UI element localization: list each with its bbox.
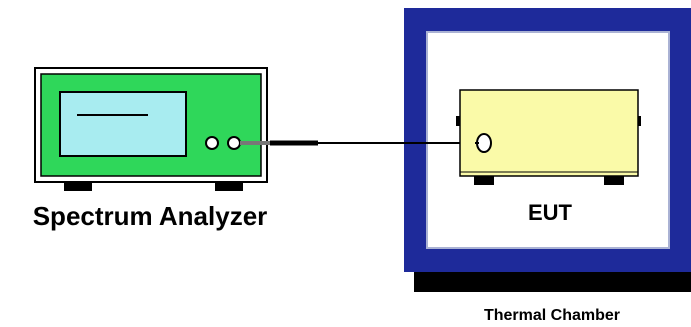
- eut-port: [476, 133, 492, 153]
- eut-foot-right: [604, 174, 624, 185]
- chamber-label: Thermal Chamber: [484, 307, 620, 324]
- spectrum-analyzer: [34, 67, 268, 191]
- eut-label: EUT: [528, 200, 573, 225]
- analyzer-label: Spectrum Analyzer: [33, 201, 268, 231]
- analyzer-port-2: [227, 136, 241, 150]
- analyzer-screen: [59, 91, 187, 157]
- analyzer-foot-right: [215, 180, 243, 191]
- eut-foot-left: [474, 174, 494, 185]
- eut-side-tab-left: [456, 116, 461, 126]
- analyzer-port-1: [205, 136, 219, 150]
- analyzer-foot-left: [64, 180, 92, 191]
- eut-device: [456, 89, 641, 185]
- eut-body: [459, 89, 639, 177]
